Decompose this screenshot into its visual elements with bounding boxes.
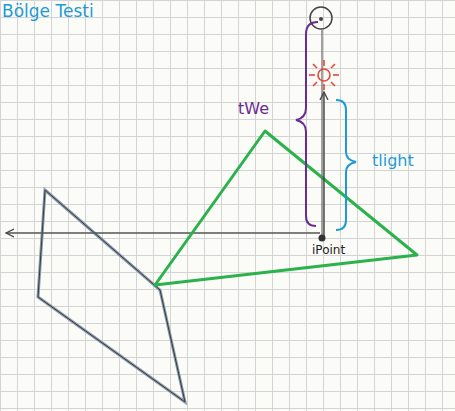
- vertical-ray: [321, 30, 322, 240]
- eye-circle: [310, 7, 332, 29]
- page-title: Bölge Testi: [2, 2, 94, 21]
- triangle-shape: [155, 131, 417, 285]
- tlight-brace: [336, 100, 356, 230]
- eye-dot: [319, 17, 323, 21]
- light-arrow: [323, 92, 324, 240]
- plane-shape: [38, 190, 185, 402]
- point-label: iPoint: [312, 244, 345, 257]
- twe-label: tWe: [238, 100, 269, 118]
- plane-outline: [38, 190, 185, 402]
- light-symbol: [309, 60, 339, 90]
- tlight-label: tlight: [372, 152, 414, 170]
- twe-brace: [296, 22, 318, 226]
- ray-arrow: [6, 232, 320, 233]
- point-dot: [319, 235, 326, 242]
